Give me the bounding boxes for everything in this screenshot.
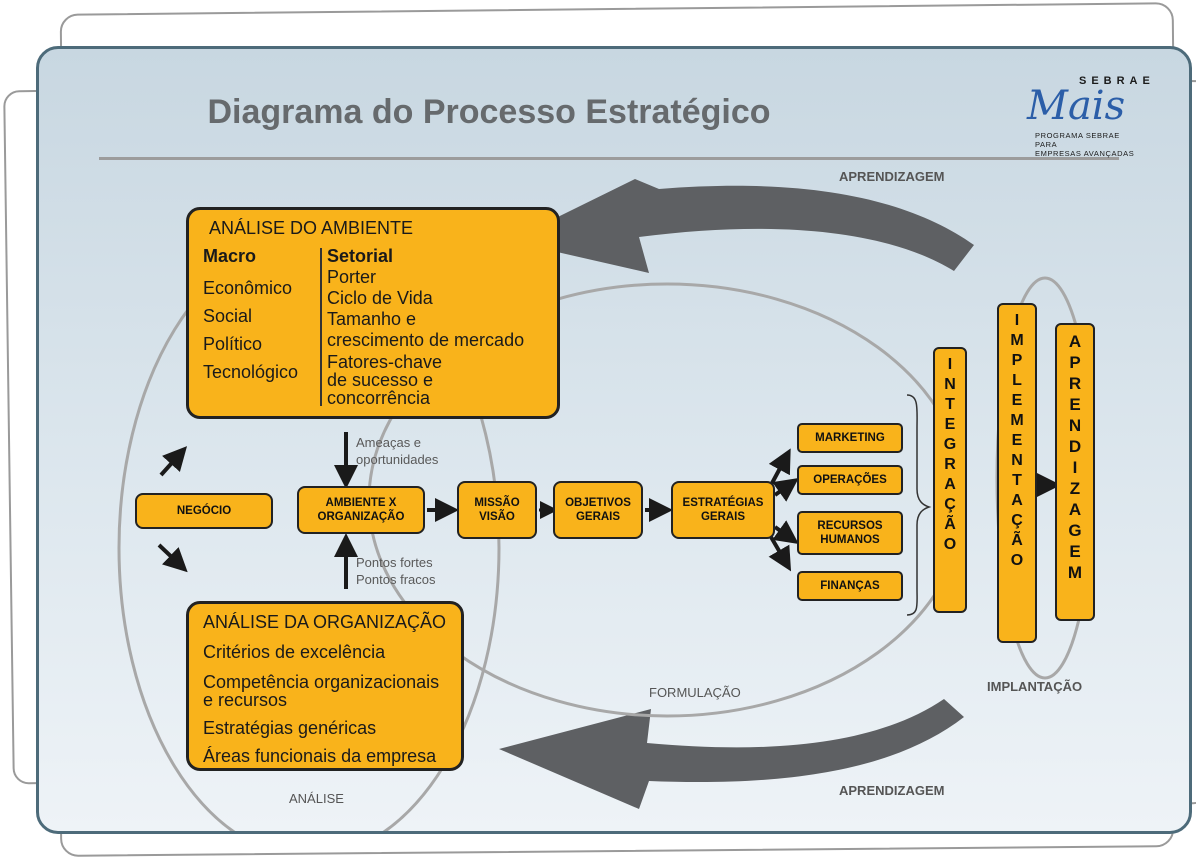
- functions-brace: [906, 394, 932, 616]
- arrow-negocio-down: [157, 543, 188, 573]
- ambiente-organizacao-box: AMBIENTE X ORGANIZAÇÃO: [297, 486, 425, 534]
- setorial-line: Porter: [327, 267, 377, 287]
- ambiente-org-line-2: ORGANIZAÇÃO: [317, 511, 405, 523]
- estrategias-line-1: ESTRATÉGIAS: [682, 497, 764, 509]
- missao-visao-box: MISSÃO VISÃO: [457, 481, 537, 539]
- aprendizagem-box: A P R E N D I Z A G E M: [1055, 323, 1095, 621]
- arrow-to-marketing: [768, 448, 791, 486]
- threats-opportunities-label: Ameaças e oportunidades: [356, 434, 438, 468]
- diagram-panel: Diagrama do Processo Estratégico SEBRAE …: [36, 46, 1192, 834]
- learning-label-top: APRENDIZAGEM: [839, 169, 945, 184]
- ambiente-organizacao-label: AMBIENTE X ORGANIZAÇÃO: [299, 488, 423, 532]
- setorial-line: Fatores-chave: [327, 352, 443, 372]
- setorial-line: Tamanho e: [327, 309, 417, 329]
- learning-arrow-top: [509, 179, 974, 273]
- macro-item: Tecnológico: [203, 362, 299, 382]
- negocio-box: NEGÓCIO: [135, 493, 273, 529]
- environment-analysis-box: ANÁLISE DO AMBIENTE Macro Econômico Soci…: [186, 207, 560, 419]
- rh-line-2: HUMANOS: [820, 534, 880, 546]
- marketing-label: MARKETING: [815, 432, 885, 444]
- financas-box: FINANÇAS: [797, 571, 903, 601]
- analysis-label: ANÁLISE: [289, 791, 344, 806]
- strengths-line-1: Pontos fortes: [356, 555, 433, 570]
- recursos-humanos-box: RECURSOS HUMANOS: [797, 511, 903, 555]
- setorial-line: crescimento de mercado: [327, 330, 525, 350]
- environment-heading: ANÁLISE DO AMBIENTE: [209, 218, 414, 238]
- implementacao-box: I M P L E M E N T A Ç Ã O: [997, 303, 1037, 643]
- aprendizagem-label: A P R E N D I Z A G E M: [1067, 332, 1083, 582]
- threats-line-1: Ameaças e: [356, 435, 422, 450]
- setorial-line: Ciclo de Vida: [327, 288, 433, 308]
- marketing-box: MARKETING: [797, 423, 903, 453]
- rh-line-1: RECURSOS: [817, 520, 883, 532]
- missao-visao-label: MISSÃO VISÃO: [459, 483, 535, 537]
- column-divider: [320, 248, 322, 406]
- estrategias-gerais-box: ESTRATÉGIAS GERAIS: [671, 481, 775, 539]
- threats-line-2: oportunidades: [356, 452, 439, 467]
- visao-line: VISÃO: [479, 511, 515, 523]
- logo-tagline-line2: EMPRESAS AVANÇADAS: [1035, 149, 1135, 158]
- objetivos-gerais-box: OBJETIVOS GERAIS: [553, 481, 643, 539]
- setorial-title: Setorial: [327, 246, 394, 266]
- objetivos-line-2: GERAIS: [575, 511, 621, 523]
- objetivos-gerais-label: OBJETIVOS GERAIS: [555, 483, 641, 537]
- objetivos-line-1: OBJETIVOS: [565, 497, 631, 509]
- estrategias-line-2: GERAIS: [700, 511, 746, 523]
- logo-tagline: PROGRAMA SEBRAE PARA EMPRESAS AVANÇADAS: [1035, 131, 1141, 158]
- arrow-to-operacoes: [772, 478, 799, 502]
- strengths-weaknesses-label: Pontos fortes Pontos fracos: [356, 554, 436, 588]
- negocio-label: NEGÓCIO: [176, 505, 232, 517]
- financas-label: FINANÇAS: [820, 580, 880, 592]
- title-divider: [99, 157, 1119, 160]
- organization-heading: ANÁLISE DA ORGANIZAÇÃO: [203, 612, 447, 632]
- logo-script: Mais: [1027, 83, 1126, 129]
- organization-line: Competência organizacionais: [203, 672, 440, 692]
- organization-line: e recursos: [203, 690, 288, 710]
- arrow-to-rh: [772, 520, 799, 544]
- organization-line: Áreas funcionais da empresa: [203, 746, 437, 766]
- setorial-line: de sucesso e: [327, 370, 434, 390]
- organization-analysis-box: ANÁLISE DA ORGANIZAÇÃO Critérios de exce…: [186, 601, 464, 771]
- recursos-humanos-label: RECURSOS HUMANOS: [799, 513, 901, 553]
- macro-item: Econômico: [203, 278, 293, 298]
- page-title: Diagrama do Processo Estratégico: [207, 93, 771, 131]
- organization-line: Estratégias genéricas: [203, 718, 377, 738]
- organization-line: Critérios de excelência: [203, 642, 386, 662]
- learning-arrow-bottom: [499, 699, 964, 809]
- strengths-line-2: Pontos fracos: [356, 572, 436, 587]
- logo-tagline-line1: PROGRAMA SEBRAE PARA: [1035, 131, 1120, 149]
- ambiente-org-line-1: AMBIENTE X: [325, 497, 397, 509]
- macro-item: Político: [203, 334, 263, 354]
- implementacao-label: I M P L E M E N T A Ç Ã O: [1010, 312, 1024, 569]
- macro-title: Macro: [203, 246, 257, 266]
- integracao-label: I N T E G R A Ç Ã O: [943, 356, 957, 553]
- estrategias-gerais-label: ESTRATÉGIAS GERAIS: [673, 483, 773, 537]
- implementation-label: IMPLANTAÇÃO: [987, 679, 1083, 694]
- integracao-box: I N T E G R A Ç Ã O: [933, 347, 967, 613]
- macro-item: Social: [203, 306, 253, 326]
- arrow-negocio-up: [159, 446, 188, 477]
- missao-line: MISSÃO: [474, 497, 520, 509]
- operacoes-label: OPERAÇÕES: [813, 474, 887, 486]
- formulation-label: FORMULAÇÃO: [649, 685, 741, 700]
- operacoes-box: OPERAÇÕES: [797, 465, 903, 495]
- arrow-to-financas: [768, 535, 792, 572]
- setorial-line: concorrência: [327, 388, 431, 408]
- sebrae-mais-logo: SEBRAE Mais PROGRAMA SEBRAE PARA EMPRESA…: [1021, 75, 1150, 158]
- logo-brand: SEBRAE: [1079, 75, 1155, 87]
- learning-label-bottom: APRENDIZAGEM: [839, 783, 945, 798]
